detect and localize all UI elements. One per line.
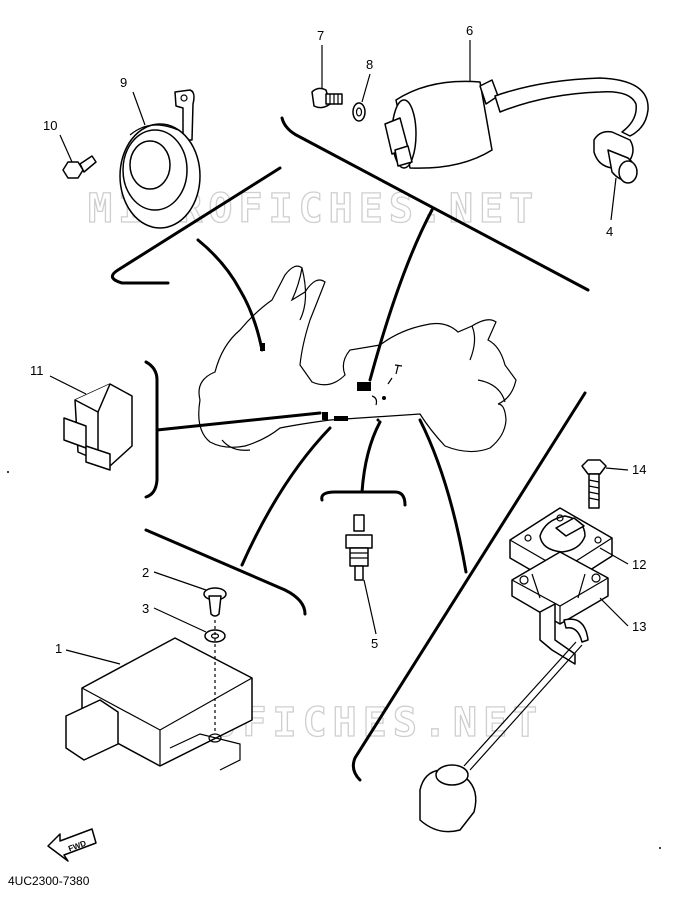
callout-5: 5 bbox=[371, 636, 378, 651]
callout-7: 7 bbox=[317, 28, 324, 43]
leader-fuel bbox=[418, 418, 468, 574]
motorcycle-outline bbox=[198, 265, 517, 453]
leader-coil bbox=[368, 208, 434, 382]
leader-ecu bbox=[240, 426, 332, 567]
marker-horn bbox=[260, 343, 265, 351]
marker-ecu bbox=[334, 416, 348, 421]
drawing-code: 4UC2300-7380 bbox=[8, 874, 90, 888]
relay-part bbox=[63, 383, 133, 471]
bracket-relay bbox=[144, 360, 159, 499]
bolt-part-7 bbox=[311, 87, 343, 109]
callout-4: 4 bbox=[606, 224, 613, 239]
washer-part-3 bbox=[204, 629, 226, 643]
plug-cap-part bbox=[593, 130, 638, 184]
bracket-ignition-coil bbox=[280, 116, 590, 292]
horn-part bbox=[119, 89, 201, 229]
callout-8: 8 bbox=[366, 57, 373, 72]
bolt-part-14 bbox=[581, 459, 607, 509]
screw-part-2 bbox=[203, 587, 227, 617]
callout-3: 3 bbox=[142, 601, 149, 616]
leader-relay bbox=[155, 411, 322, 432]
sensor-part bbox=[345, 514, 373, 581]
callout-2: 2 bbox=[142, 565, 149, 580]
marker-coil bbox=[357, 382, 371, 391]
washer-part-8 bbox=[352, 102, 366, 122]
ecu-part bbox=[65, 637, 253, 771]
bracket-sensor bbox=[320, 490, 407, 507]
ignition-coil-part bbox=[384, 77, 649, 169]
leader-sensor bbox=[360, 420, 382, 494]
fuel-sender-part-13 bbox=[419, 551, 609, 833]
bracket-ecu bbox=[144, 528, 307, 616]
callout-9: 9 bbox=[120, 75, 127, 90]
callout-6: 6 bbox=[466, 23, 473, 38]
leader-horn bbox=[196, 238, 264, 352]
bracket-horn bbox=[110, 166, 282, 285]
callout-14: 14 bbox=[632, 462, 646, 477]
callout-11: 11 bbox=[30, 363, 44, 378]
callout-leaders bbox=[49, 40, 629, 665]
callout-1: 1 bbox=[55, 641, 62, 656]
callout-13: 13 bbox=[632, 619, 646, 634]
marker-relay bbox=[322, 412, 328, 420]
fwd-arrow-icon: FWD bbox=[47, 828, 97, 862]
bolt-part-10 bbox=[62, 155, 97, 179]
bracket-fuel-sender bbox=[351, 391, 587, 782]
callout-10: 10 bbox=[43, 118, 57, 133]
callout-12: 12 bbox=[632, 557, 646, 572]
